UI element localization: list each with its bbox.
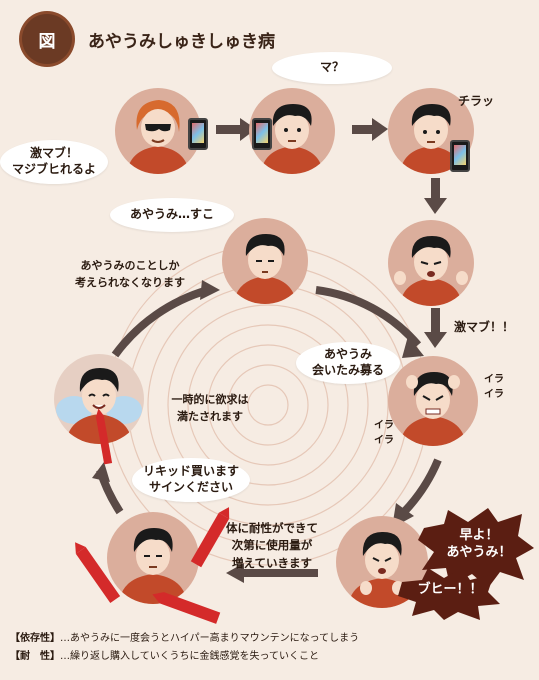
label-tolerance: 体に耐性ができて 次第に使用量が 増えていきます	[226, 521, 318, 570]
page-title: あやうみしゅきしゅき病	[88, 31, 275, 52]
top-arrows	[216, 118, 447, 348]
burst-hayo	[418, 508, 534, 588]
crayon-icon	[95, 408, 113, 465]
bubble-offer: 激マブ！ マジブヒれるよ	[0, 140, 108, 184]
label-glance: チラッ	[458, 94, 495, 108]
excited-figure	[394, 236, 468, 306]
footer-dependence: 【依存性】…あやうみに一度会うとハイパー高まりマウンテンになってしまう	[10, 633, 360, 644]
bubble-question: マ？	[272, 52, 392, 84]
smitten-figure	[234, 234, 296, 304]
node-satisfied	[54, 354, 144, 444]
label-satisfied: 一時的に欲求は 満たされます	[171, 393, 249, 423]
dealer-figure	[127, 100, 189, 174]
bubble-liquid: リキッド買います サインください	[132, 458, 250, 502]
label-irairatop: イラ イラ	[484, 374, 504, 400]
label-gekimabu: 激マブ！！	[454, 320, 515, 334]
irritated-figure	[400, 372, 466, 446]
curious-figure	[261, 104, 323, 174]
label-buhi: ブヒー！！	[417, 582, 483, 597]
smartphone-icon	[188, 118, 208, 150]
crayon-icon	[152, 592, 221, 624]
smartphone-icon	[450, 140, 470, 172]
satisfied-figure	[56, 368, 142, 444]
node-excited	[388, 220, 474, 306]
smartphone-icon	[252, 118, 272, 150]
node-smitten	[222, 218, 308, 304]
label-hayo: 早よ！ あやうみ！	[446, 528, 512, 560]
bubble-crave: あやうみ 会いたみ募る	[296, 342, 400, 384]
crayon-icon	[75, 542, 121, 604]
footer-notes: 【依存性】…あやうみに一度会うとハイパー高まりマウンテンになってしまう 【耐 性…	[10, 630, 359, 665]
label-cant-think: あやうみのことしか 考えられなくなります	[75, 259, 185, 289]
crayon-icon	[190, 507, 230, 568]
node-dealer	[115, 88, 201, 174]
footer-tolerance: 【耐 性】…繰り返し購入していくうちに金銭感覚を失っていくこと	[10, 650, 319, 662]
cycle-loop	[96, 286, 442, 577]
figure-badge: 図	[22, 14, 72, 64]
header: 図 あやうみしゅきしゅき病	[22, 14, 275, 64]
node-glance	[388, 88, 474, 174]
glance-figure	[400, 104, 462, 174]
node-irritated	[388, 356, 478, 446]
label-irairabottom: イラ イラ	[374, 420, 394, 446]
burst-buhi	[398, 568, 500, 620]
bubble-wow: あやうみ…すこ	[110, 198, 234, 232]
